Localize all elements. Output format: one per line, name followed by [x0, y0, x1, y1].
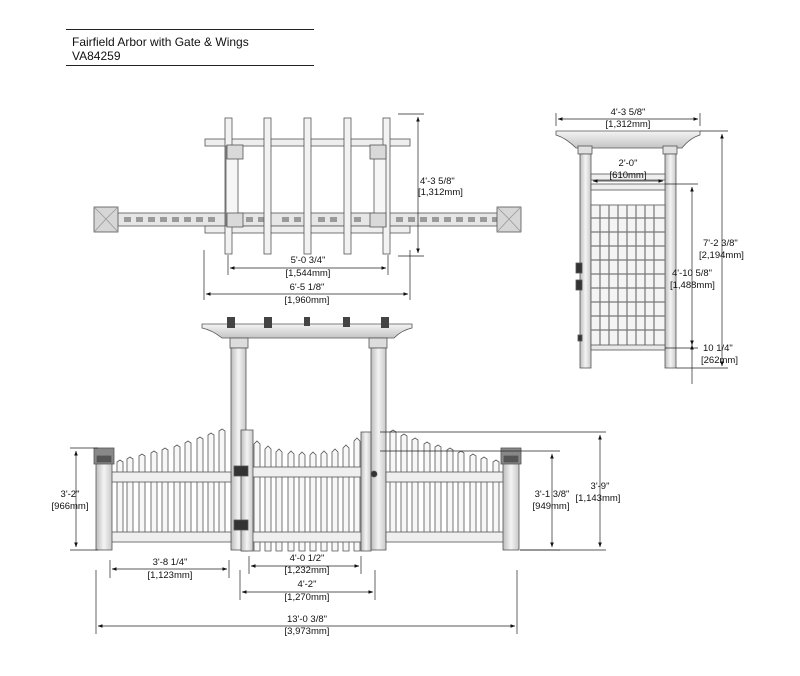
lattice-grid: [591, 205, 665, 348]
dim-gate-height-metric: [949mm]: [533, 501, 570, 512]
dim-overall-width-metric: [3,973mm]: [285, 626, 330, 637]
side-top-beam: [555, 130, 701, 149]
title-rule-top: [66, 29, 314, 30]
left-wing-top-rail: [109, 471, 232, 483]
front-post-right: [370, 347, 387, 551]
gate-hinge-bottom-icon: [233, 519, 249, 531]
dim-top-inner-metric: [1,544mm]: [286, 268, 331, 279]
front-view: [93, 317, 522, 552]
dim-side-depth-imperial: 4'-3 5/8": [611, 107, 646, 118]
front-top-beam: [201, 323, 413, 339]
dim-wing-height-metric: [966mm]: [52, 501, 89, 512]
dim-wing-width-imperial: 3'-8 1/4": [153, 557, 188, 568]
dim-side-lattice-metric: [1,488mm]: [670, 280, 715, 291]
dim-side-depth-metric: [1,312mm]: [606, 119, 651, 130]
dim-gate-total-metric: [1,143mm]: [576, 493, 621, 504]
front-rafter-ends: [227, 317, 389, 328]
title-rule-bottom: [66, 65, 314, 66]
dim-gate-opening-imperial: 4'-0 1/2": [290, 553, 325, 564]
dim-side-opening-metric: [610mm]: [610, 170, 647, 181]
gate-stile-right: [360, 431, 372, 552]
dim-gate-total-imperial: 3'-9": [591, 481, 610, 492]
dim-overall-width-imperial: 13'-0 3/8": [287, 614, 327, 625]
product-name: Fairfield Arbor with Gate & Wings: [72, 35, 249, 49]
title-block: Fairfield Arbor with Gate & Wings VA8425…: [66, 29, 314, 66]
side-latch-icon: [575, 262, 583, 274]
gate-stile-left: [240, 429, 254, 552]
left-wing-post: [95, 461, 113, 551]
top-view-dims: [203, 113, 424, 300]
left-wing-bottom-rail: [109, 531, 232, 543]
dim-top-outer-metric: [1,960mm]: [285, 295, 330, 306]
dim-side-base-metric: [262mm]: [701, 355, 738, 366]
dim-gate-post-width-imperial: 4'-2": [298, 579, 317, 590]
right-wing-bottom-rail: [385, 531, 505, 543]
model-number: VA84259: [72, 49, 121, 63]
dim-top-inner-imperial: 5'-0 3/4": [291, 255, 326, 266]
side-view: [555, 130, 701, 369]
dim-side-opening-imperial: 2'-0": [619, 158, 638, 169]
dim-side-height-metric: [2,194mm]: [699, 250, 744, 261]
dim-wing-height-imperial: 3'-2": [61, 489, 80, 500]
gate-top-rail: [245, 466, 363, 478]
side-post-right: [664, 153, 677, 369]
top-view: [93, 117, 522, 255]
dim-gate-opening-metric: [1,232mm]: [285, 565, 330, 576]
left-wing-pickets: [116, 428, 226, 542]
top-post-caps: [226, 144, 387, 228]
rail-slots: [124, 217, 499, 222]
dim-side-lattice-imperial: 4'-10 5/8": [672, 268, 712, 279]
side-lattice: [590, 204, 666, 349]
right-wing-post: [502, 461, 520, 551]
dim-side-height-imperial: 7'-2 3/8": [703, 238, 738, 249]
gate-hinge-top-icon: [233, 465, 249, 477]
right-wing-top-rail: [385, 471, 505, 483]
dim-wing-width-metric: [1,123mm]: [148, 570, 193, 581]
gate-bottom-rail: [245, 531, 363, 543]
dim-gate-post-width-metric: [1,270mm]: [285, 592, 330, 603]
dim-side-base-imperial: 10 1/4": [703, 343, 733, 354]
dim-top-depth-metric: [1,312mm]: [418, 187, 463, 198]
side-view-dims: [555, 113, 728, 384]
right-wing-pickets: [389, 429, 500, 542]
dim-gate-height-imperial: 3'-1 3/8": [535, 489, 570, 500]
front-view-dims: [70, 431, 606, 634]
gate-latch-icon: [370, 470, 378, 478]
dim-top-depth-imperial: 4'-3 5/8": [420, 176, 455, 187]
dim-top-outer-imperial: 6'-5 1/8": [290, 282, 325, 293]
top-rafters: [224, 117, 391, 255]
